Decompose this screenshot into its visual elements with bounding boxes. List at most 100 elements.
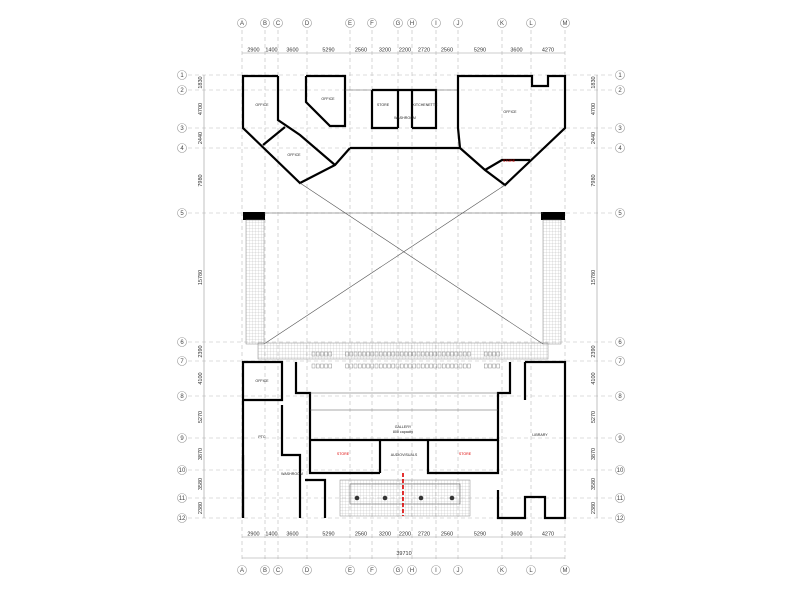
dimension-label: 3600 [510,532,522,538]
grid-label: A [240,21,244,27]
seat [345,363,349,369]
seat [458,351,463,357]
seat [488,363,492,369]
grid-label: 2 [180,88,184,94]
seat [358,363,362,369]
grid-label: 7 [618,359,622,365]
grid-label: C [276,21,281,27]
planter-icon [354,495,360,501]
seat [370,363,374,369]
grid-label: 9 [618,436,622,442]
grid-bubble [367,565,377,575]
seat [429,363,433,369]
grid-bubble [177,391,187,401]
dimension-label: 4700 [198,103,204,115]
grid-label: 10 [179,468,186,474]
grid-label: E [348,568,352,574]
dimension-label: 2720 [418,48,430,54]
grid-label: 7 [180,359,184,365]
dimension-label: 2900 [247,48,259,54]
grid-bubble [177,433,187,443]
grid-label: H [410,21,414,27]
seat [400,351,404,357]
seat [311,363,316,369]
grid-bubble [273,18,283,28]
seat [408,363,412,369]
grid-label: I [435,568,437,574]
grid-bubble [615,123,625,133]
seat [496,351,500,357]
dimension-label: 7980 [198,174,204,186]
walls [241,74,567,520]
dimension-label: 4270 [542,48,554,54]
grid-bubble [345,18,355,28]
seat [488,351,492,357]
room-label: GALLERY [395,425,412,429]
dimension-label: 1400 [265,48,277,54]
room-label: KITCHENETTE [413,103,439,107]
room-label: OFFICE [255,103,269,107]
seat [349,363,353,369]
seat [433,351,437,357]
seat [408,351,412,357]
column-left [243,212,265,220]
seat [425,351,429,357]
grid-label: 1 [180,73,184,79]
seat [383,363,387,369]
grid-bubble [526,565,536,575]
arcade-right [542,219,562,345]
grid-bubble [260,18,270,28]
grid-bubble [615,143,625,153]
gallery-walkway [257,342,549,360]
dimension-label: 2440 [198,132,204,144]
grid-label: 3 [180,126,184,132]
dimension-label: 2200 [399,48,411,54]
seat [374,363,379,369]
seat [433,363,437,369]
seat [324,363,328,369]
grid-label: F [370,568,374,574]
seat [316,363,320,369]
grid-bubble [177,513,187,523]
seat [484,363,488,369]
grid-label: 1 [618,73,622,79]
grid-bubble [302,18,312,28]
dimension-label: 2200 [399,532,411,538]
seat [429,351,433,357]
seat [446,351,450,357]
grid-label: E [348,21,352,27]
grid-bubble [407,565,417,575]
grid-bubble [453,565,463,575]
grid-label: B [263,21,267,27]
seat [437,363,442,369]
grid-bubble [615,465,625,475]
room-label: AUDIOVISUALS [391,453,418,457]
seat [366,351,370,357]
dimension-label: 3870 [198,448,204,460]
seat [353,363,358,369]
grid-label: A [240,568,244,574]
room-label: 800 capacity [393,430,413,434]
room-labels: OFFICE OFFICE OFFICE OFFICE STORE KITCHE… [255,97,548,476]
grid-label: 4 [618,146,622,152]
room-label: OFFICE [503,110,517,114]
dimension-label: 2720 [418,532,430,538]
seat [349,351,353,357]
grid-bubble [273,565,283,575]
planter-icon [382,495,388,501]
dimension-label: 3600 [510,48,522,54]
grid-bubble [177,208,187,218]
grid-bubble [431,18,441,28]
dimension-label: 3200 [379,532,391,538]
total-dimension-label: 39710 [396,551,411,557]
grid-label: C [276,568,281,574]
grid-label: 2 [618,88,622,94]
seat [311,351,316,357]
dimension-label: 4100 [198,372,204,384]
grid-label: 11 [179,496,186,502]
seat [416,351,421,357]
grid-bubble [177,465,187,475]
grid-label: 5 [180,211,184,217]
grid-bubble [615,356,625,366]
